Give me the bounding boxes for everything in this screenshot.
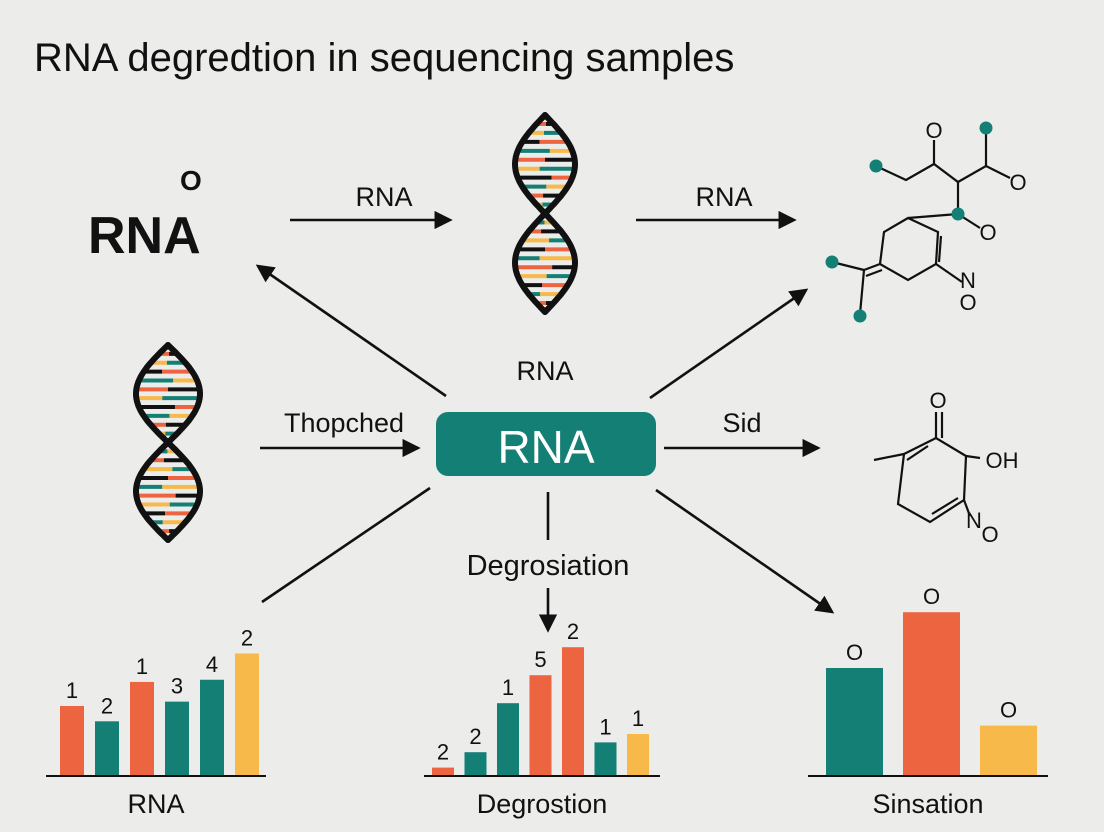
bar-data-label: 5 xyxy=(534,647,546,672)
line-center-to-left-chart xyxy=(261,486,431,604)
arrow-center-to-right-chart xyxy=(655,488,835,614)
bar-data-label: 4 xyxy=(206,652,218,677)
atom-label-o1: O xyxy=(925,118,942,143)
rna-node-label: RNA xyxy=(88,207,201,265)
bar xyxy=(497,703,519,776)
atom-label-o2: O xyxy=(1009,170,1026,195)
bar xyxy=(464,752,487,776)
bar-data-label: 1 xyxy=(136,654,148,679)
bar-data-label: 1 xyxy=(632,706,644,731)
bar-data-label: 1 xyxy=(599,714,611,739)
helix-strand xyxy=(132,342,204,543)
bar xyxy=(562,647,584,776)
bar-data-label: 2 xyxy=(241,626,253,651)
atom-label-o6: O xyxy=(981,522,998,547)
atom-label-o5: O xyxy=(929,388,946,413)
dna-helix-icon xyxy=(132,342,204,543)
atom-label-n2: N xyxy=(966,508,982,533)
arrow-center-to-molecule xyxy=(649,288,809,400)
bar xyxy=(594,742,617,776)
x-axis-label: Degrostion xyxy=(477,789,608,819)
bar xyxy=(980,725,1037,776)
bar xyxy=(60,706,84,776)
helix-strand xyxy=(511,112,579,315)
bar-data-label: 3 xyxy=(171,674,183,699)
bar xyxy=(165,701,189,776)
bar-data-label: 2 xyxy=(567,619,579,644)
bar xyxy=(200,679,224,776)
arrow-label-rna-2: RNA xyxy=(695,182,752,212)
helix-label-rna: RNA xyxy=(516,356,573,386)
rna-node-mark: O xyxy=(180,165,202,196)
x-axis-label: RNA xyxy=(127,789,184,819)
center-rna-box xyxy=(436,412,656,476)
arrows xyxy=(255,210,835,633)
bar xyxy=(627,734,649,776)
bar xyxy=(432,767,454,776)
molecule-atoms-upper xyxy=(825,121,993,323)
bar-data-label: 1 xyxy=(502,675,514,700)
arrow-label-rna-1: RNA xyxy=(355,182,412,212)
bar-data-label: O xyxy=(923,584,940,609)
bar xyxy=(826,668,883,776)
atom-label-oh: OH xyxy=(986,448,1019,473)
center-rna-label: RNA xyxy=(497,421,594,473)
arrow-label-sid: Sid xyxy=(722,408,761,438)
arrow-label-degrosiation: Degrosiation xyxy=(467,550,630,582)
bar xyxy=(95,721,119,776)
atom-label-o3: O xyxy=(979,220,996,245)
bar xyxy=(529,675,552,776)
bar xyxy=(235,653,259,776)
bar-data-label: 2 xyxy=(469,724,481,749)
arrow-center-to-rna xyxy=(255,264,447,398)
dna-helix-icon xyxy=(511,112,579,315)
bar xyxy=(903,612,960,776)
bar-data-label: 2 xyxy=(101,693,113,718)
x-axis-label: Sinsation xyxy=(872,789,983,819)
bar-data-label: O xyxy=(846,640,863,665)
bar-chart-3: O O O Sinsation xyxy=(808,584,1048,819)
arrow-label-thopched: Thopched xyxy=(284,408,404,438)
page-title: RNA degredtion in sequencing samples xyxy=(34,36,735,80)
molecule-structure-lower xyxy=(873,412,981,524)
bar-data-label: O xyxy=(1000,698,1017,723)
atom-label-n: N xyxy=(960,268,976,293)
atom-label-o4: O xyxy=(959,290,976,315)
bar xyxy=(130,681,154,776)
bar-data-label: 1 xyxy=(66,678,78,703)
bar-data-label: 2 xyxy=(437,740,449,765)
